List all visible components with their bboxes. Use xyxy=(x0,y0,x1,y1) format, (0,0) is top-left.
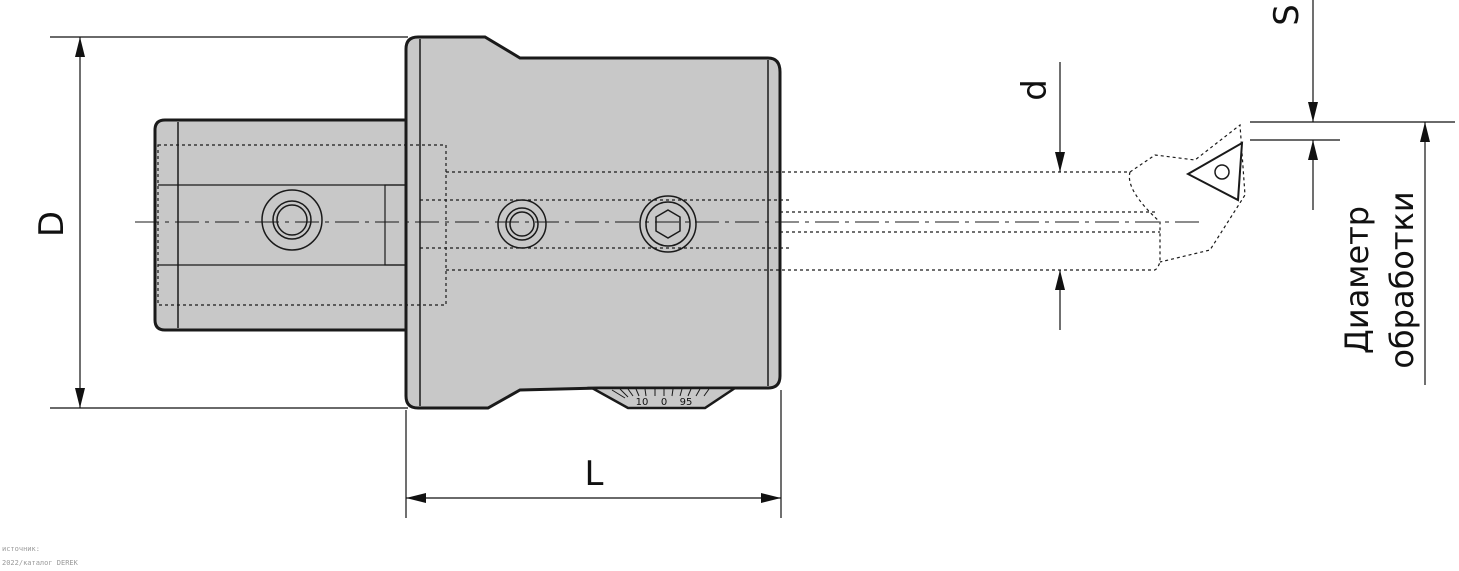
source-text: 2022/каталог DEREK xyxy=(2,559,78,567)
screw-left xyxy=(261,189,323,251)
label-S: S xyxy=(1267,4,1307,26)
label-machining-diameter-2: обработки xyxy=(1383,191,1421,368)
label-D: D xyxy=(32,211,72,237)
dimension-D xyxy=(50,36,408,409)
dimension-S xyxy=(1250,0,1340,210)
cutting-insert xyxy=(1185,141,1244,202)
dimension-L xyxy=(405,390,782,518)
dial-scale: 10 0 95 xyxy=(587,386,740,410)
label-d: d xyxy=(1015,79,1055,101)
dial-label-right: 95 xyxy=(680,397,693,408)
label-L: L xyxy=(585,454,604,494)
shank xyxy=(153,118,412,332)
label-machining-diameter-1: Диаметр xyxy=(1338,206,1376,354)
dimension-machining-diameter xyxy=(1340,121,1455,385)
screw-middle xyxy=(497,199,547,249)
hex-screw xyxy=(639,195,697,253)
dial-label-left: 10 xyxy=(636,397,649,408)
dial-label-center: 0 xyxy=(661,397,667,408)
source-label: источник: xyxy=(2,545,40,553)
